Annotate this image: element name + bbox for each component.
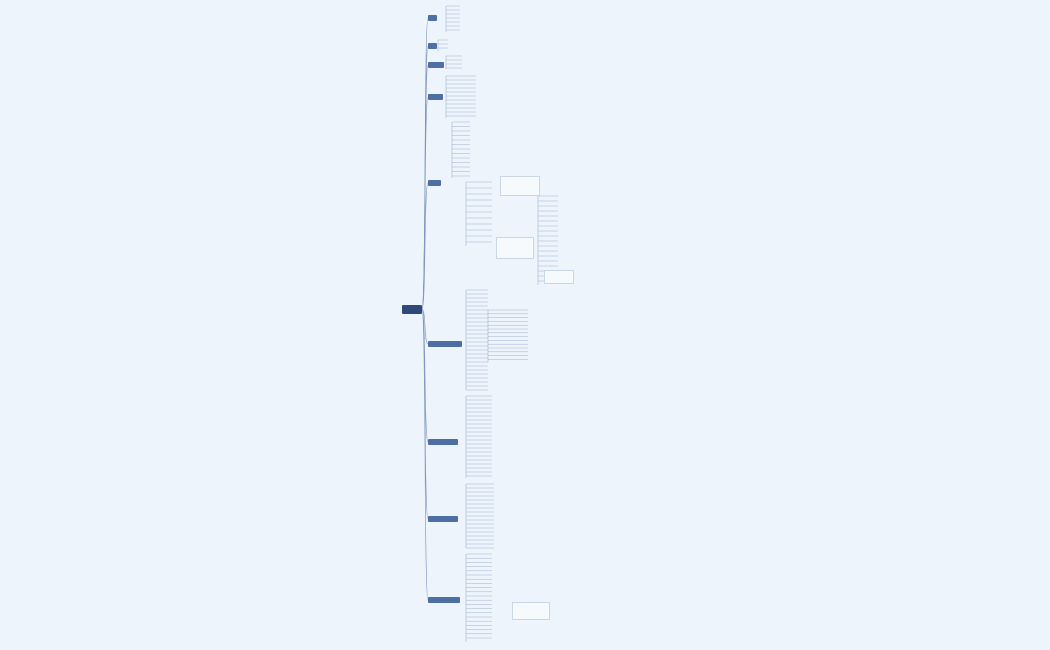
section-node-6[interactable] (428, 341, 462, 347)
root-node[interactable] (402, 305, 422, 314)
section-node-5[interactable] (428, 180, 441, 186)
note-box (496, 237, 534, 259)
section-node-1[interactable] (428, 15, 437, 21)
section-node-2[interactable] (428, 43, 437, 49)
section-node-7[interactable] (428, 439, 458, 445)
section-node-9[interactable] (428, 597, 460, 603)
section-node-4[interactable] (428, 94, 443, 100)
branch-line (421, 308, 429, 345)
branch-line (421, 308, 429, 520)
note-box (544, 270, 574, 284)
note-box (500, 176, 540, 196)
section-node-3[interactable] (428, 62, 444, 68)
branch-line (421, 308, 429, 601)
branch-line (421, 182, 429, 310)
section-node-8[interactable] (428, 516, 458, 522)
note-box (512, 602, 550, 620)
branch-line (421, 308, 429, 443)
